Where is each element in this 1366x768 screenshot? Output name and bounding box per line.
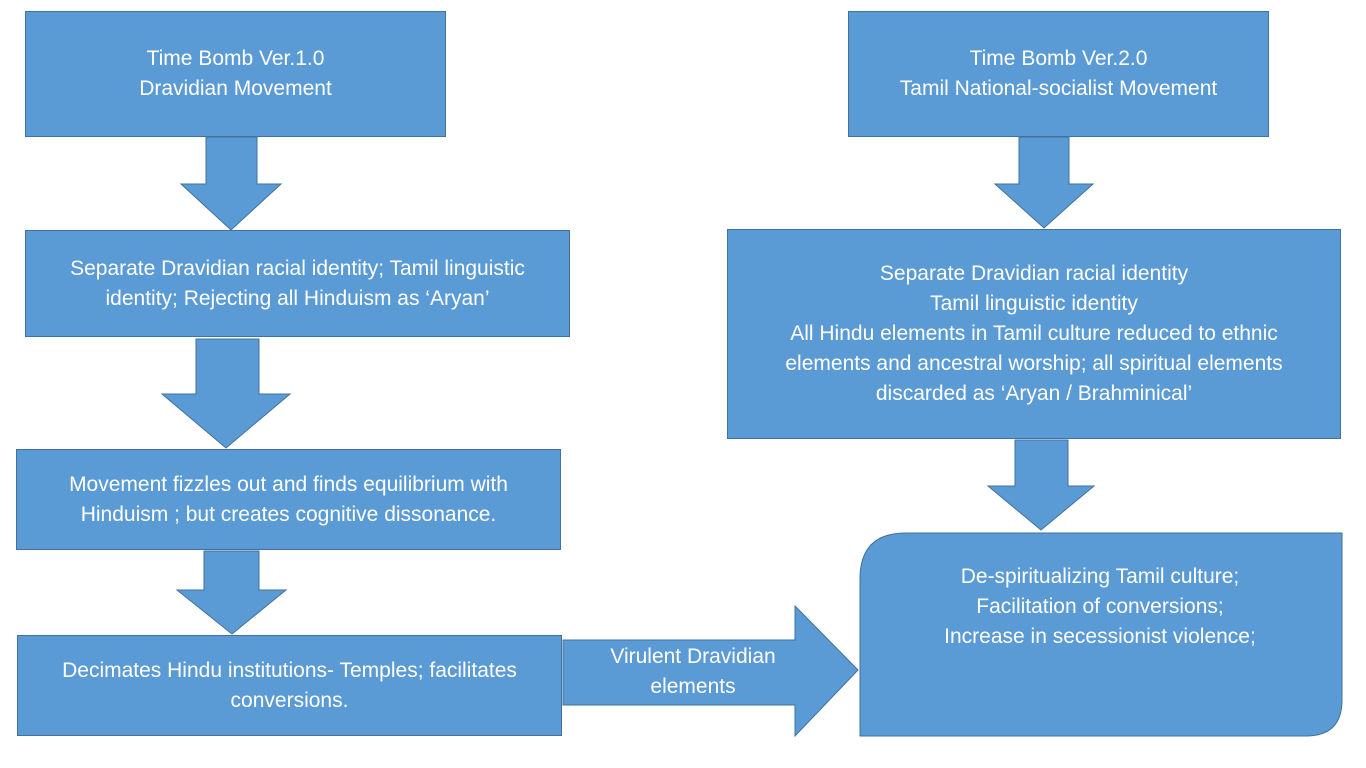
outcome-box: De-spiritualizing Tamil culture; Facilit… [860, 562, 1340, 668]
right-identity-line-2: Tamil linguistic identity [930, 292, 1138, 315]
left-title-box: Time Bomb Ver.1.0 Dravidian Movement [25, 11, 446, 137]
right-identity-line-1: Separate Dravidian racial identity [879, 262, 1189, 285]
connector-right-arrow [562, 604, 859, 738]
left-title-line-2: Dravidian Movement [139, 77, 332, 100]
left-identity-line-2: identity; Rejecting all Hinduism as ‘Ary… [105, 286, 490, 310]
down-arrow-right-1 [993, 136, 1095, 229]
down-arrow-left-1 [179, 136, 283, 231]
left-identity-box: Separate Dravidian racial identity; Tami… [25, 230, 570, 337]
right-title-box: Time Bomb Ver.2.0 Tamil National-sociali… [848, 11, 1269, 137]
right-title-line-1: Time Bomb Ver.2.0 [969, 47, 1148, 70]
connector-label-line-2: elements [650, 675, 736, 698]
left-title-line-1: Time Bomb Ver.1.0 [146, 47, 325, 70]
connector-label-line-1: Virulent Dravidian [610, 645, 776, 668]
left-decimates-line-2: conversions. [230, 688, 349, 712]
outcome-line-2: Facilitation of conversions; [976, 595, 1224, 618]
right-identity-line-3: All Hindu elements in Tamil culture redu… [790, 322, 1278, 345]
right-identity-line-5: discarded as ‘Aryan / Brahminical’ [875, 382, 1193, 405]
left-decimates-box: Decimates Hindu institutions- Temples; f… [17, 635, 562, 736]
right-identity-line-4: elements and ancestral worship; all spir… [785, 352, 1283, 375]
outcome-line-3: Increase in secessionist violence; [944, 625, 1256, 648]
right-title-line-2: Tamil National-socialist Movement [899, 77, 1218, 100]
outcome-box-shape [859, 532, 1343, 737]
outcome-line-1: De-spiritualizing Tamil culture; [960, 565, 1240, 588]
left-equilibrium-line-2: Hinduism ; but creates cognitive dissona… [80, 502, 497, 526]
left-equilibrium-line-1: Movement fizzles out and finds equilibri… [69, 472, 508, 496]
down-arrow-left-2 [160, 338, 292, 449]
right-identity-box: Separate Dravidian racial identity Tamil… [727, 229, 1341, 439]
down-arrow-left-3 [175, 550, 288, 635]
connector-arrow-label: Virulent Dravidian elements [578, 640, 808, 704]
left-equilibrium-box: Movement fizzles out and finds equilibri… [16, 449, 561, 550]
down-arrow-right-2 [986, 439, 1096, 531]
left-decimates-line-1: Decimates Hindu institutions- Temples; f… [62, 658, 517, 682]
left-identity-line-1: Separate Dravidian racial identity; Tami… [70, 256, 525, 280]
